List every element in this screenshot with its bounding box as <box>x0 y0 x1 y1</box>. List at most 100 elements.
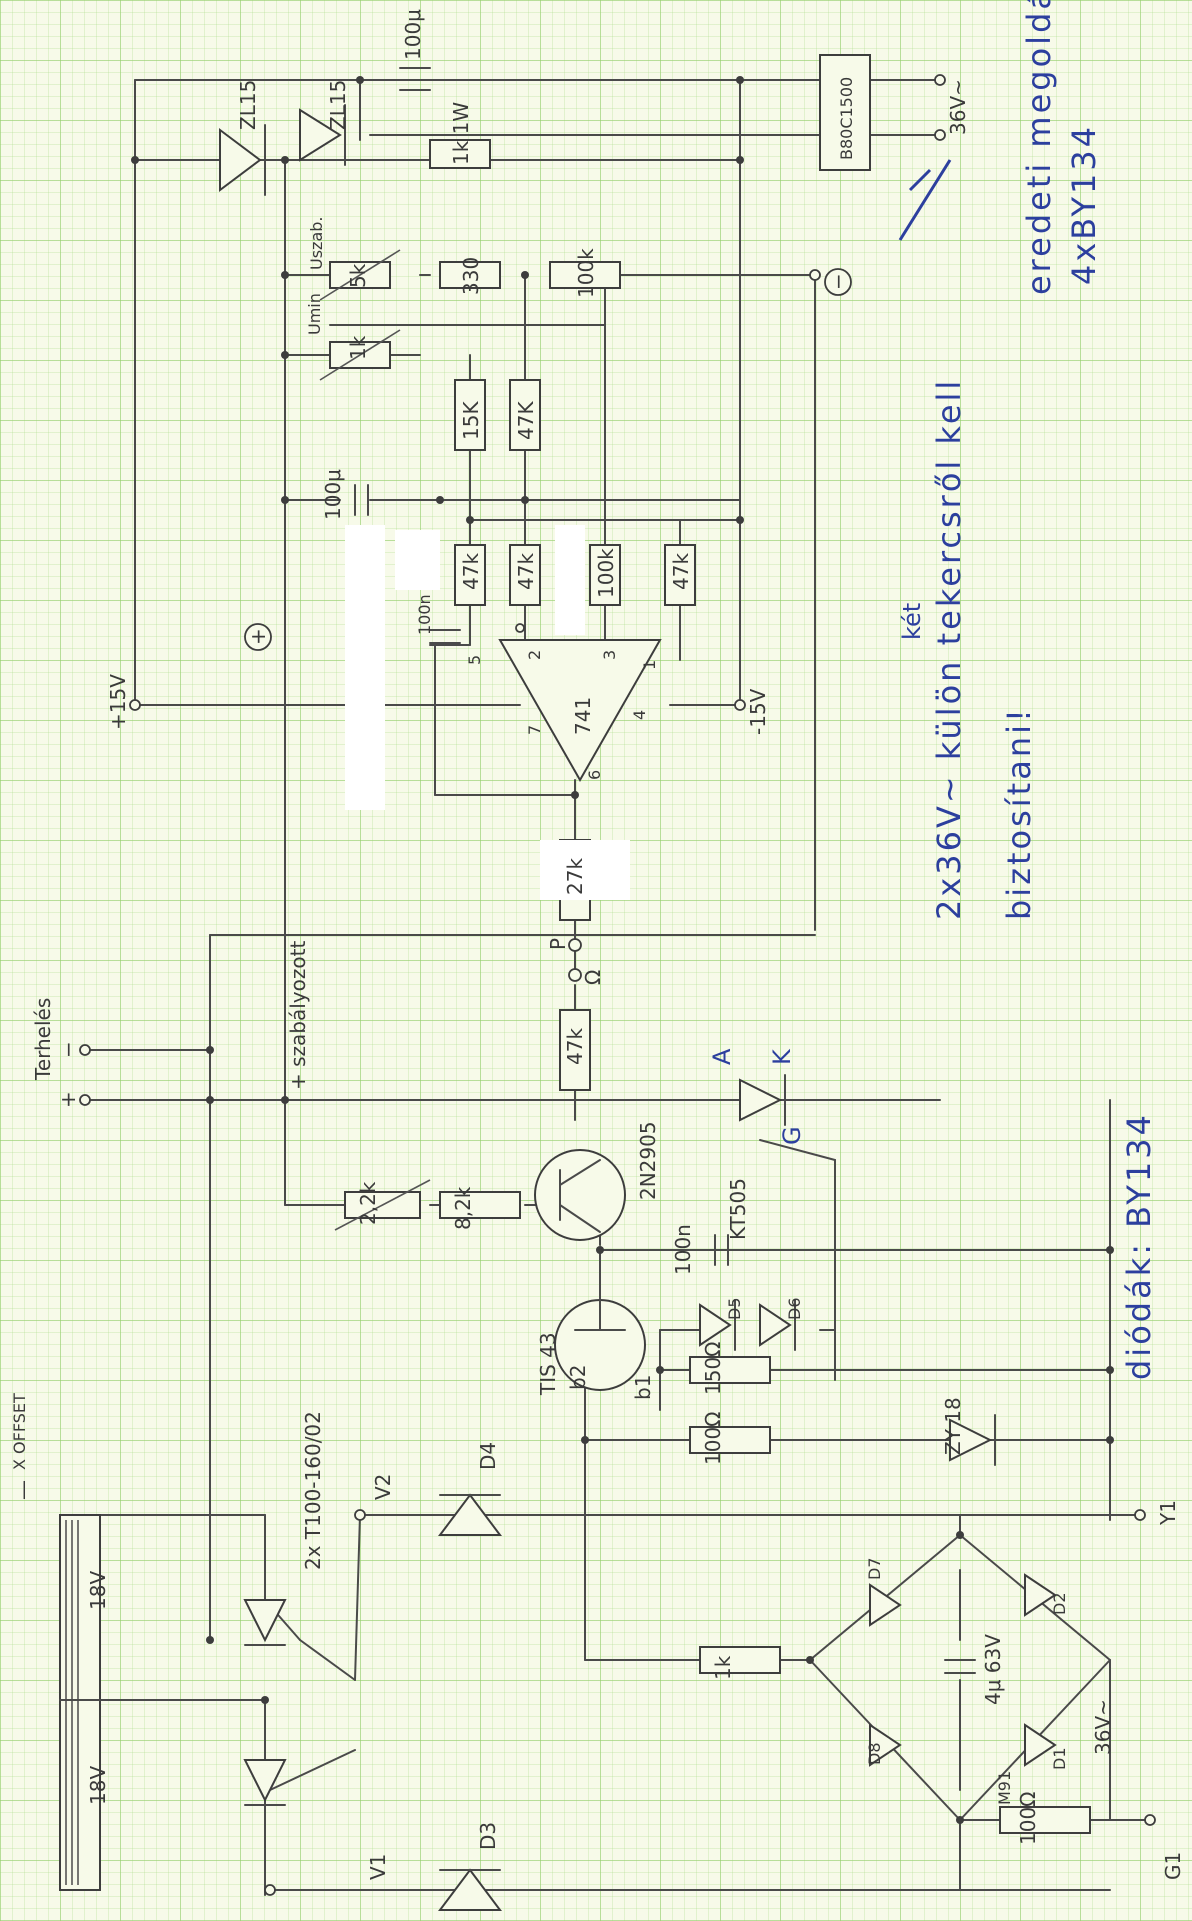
diode-d6 <box>759 1303 792 1347</box>
notes: 2x36V~ külön tekercsről kell két biztosí… <box>898 0 1158 1380</box>
circle-markers <box>244 268 852 651</box>
label-r100: 100Ω <box>701 1412 725 1465</box>
label-36v-bot: 36V~ <box>1091 1699 1115 1755</box>
label-pin4: 4 <box>630 710 649 720</box>
pot-2k2 <box>344 1191 421 1219</box>
terminal-p <box>568 938 582 952</box>
label-2n2905: 2N2905 <box>636 1121 660 1200</box>
resistor-15k <box>454 379 486 451</box>
correction-patches <box>345 525 630 900</box>
terminal-v2 <box>354 1509 366 1521</box>
note-biztositani: biztosítani! <box>1000 706 1038 920</box>
label-bd7: D7 <box>865 1558 884 1581</box>
transistor-2n2905 <box>534 1149 626 1241</box>
resistor-47k-p <box>559 1009 591 1091</box>
label-pin5: 5 <box>465 655 484 665</box>
opamp-741 <box>498 623 662 783</box>
label-kt505: KT505 <box>726 1178 750 1240</box>
label-r27k: 27k <box>563 858 587 895</box>
note-ket: két <box>898 603 926 640</box>
wires <box>59 59 1151 1896</box>
label-v1: V1 <box>366 1854 390 1880</box>
zener-zy18 <box>949 1418 993 1462</box>
terminal-minus-out <box>809 269 821 281</box>
label-a: A <box>708 1048 736 1065</box>
label-tr1: 18V <box>86 1571 110 1610</box>
terminal-y1 <box>1134 1509 1146 1521</box>
diode-d1 <box>1024 1723 1057 1767</box>
diode-d7 <box>869 1583 902 1627</box>
terminal-minus15 <box>734 699 746 711</box>
resistors <box>319 139 1091 1834</box>
zener-zl15-b <box>299 108 342 162</box>
terminals <box>79 74 1156 1896</box>
label-c100u-mid: 100μ <box>321 469 345 520</box>
label-r1k1w: 1k 1W <box>449 102 473 165</box>
label-c100n-c: 100n <box>671 1224 695 1275</box>
diode-d8 <box>869 1723 902 1767</box>
zener-zl15-a <box>219 128 262 192</box>
resistor-100-g1 <box>999 1806 1091 1834</box>
terminal-load-minus <box>79 1044 91 1056</box>
resistor-47k-d <box>509 379 541 451</box>
label-szabalyozott: + szabályozott <box>286 941 310 1090</box>
label-plus-circle: + <box>246 628 270 645</box>
label-zl15a: ZL15 <box>236 80 260 130</box>
terminal-36v-top-a <box>934 74 946 86</box>
label-r8k2: 8,2k <box>451 1186 475 1230</box>
diodes <box>219 104 1057 1911</box>
label-minus-circle: − <box>826 273 850 290</box>
label-bridge-cap: 4μ 63V <box>981 1634 1005 1705</box>
label-36v-top: 36V~ <box>946 79 970 135</box>
label-r150: 150Ω <box>701 1342 725 1395</box>
label-v2: V2 <box>371 1474 395 1500</box>
label-d5: D5 <box>725 1298 744 1321</box>
label-umin: Umin <box>305 293 324 335</box>
label-r100g: 100Ω <box>1016 1792 1040 1845</box>
resistor-150 <box>689 1356 771 1384</box>
label-p: P <box>546 938 570 950</box>
capacitors <box>354 67 976 1674</box>
thyristor-t100-b <box>243 1759 287 1803</box>
label-r47d: 47K <box>514 401 538 440</box>
label-b1: b1 <box>631 1375 655 1400</box>
label-w91: M91 <box>995 1771 1014 1805</box>
label-pin2: 2 <box>525 650 544 660</box>
label-r47c: 47k <box>669 553 693 590</box>
terminal-plus15 <box>129 699 141 711</box>
resistor-330 <box>439 261 501 289</box>
terminal-g1 <box>1144 1814 1156 1826</box>
transistors <box>534 1149 646 1391</box>
label-741: 741 <box>571 697 595 735</box>
resistor-1k <box>699 1646 781 1674</box>
text-labels: — X OFFSET 18V 18V 2x T100-160/02 D4 D3 … <box>10 9 1185 1880</box>
terminal-omega <box>568 968 582 982</box>
label-r47a: 47k <box>459 553 483 590</box>
label-b2: b2 <box>566 1365 590 1390</box>
label-r1k: 1k <box>711 1655 735 1680</box>
diode-d3 <box>438 1868 502 1911</box>
label-thyristor: 2x T100-160/02 <box>301 1411 325 1570</box>
label-r100k2: 100k <box>574 248 598 298</box>
label-terheles: Terhelés <box>31 998 55 1081</box>
label-pin1: 1 <box>640 660 659 670</box>
resistor-100 <box>689 1426 771 1454</box>
resistor-100k <box>589 544 621 606</box>
label-pot1k: 1k <box>346 335 370 360</box>
resistor-8k2 <box>439 1191 521 1219</box>
label-d4: D4 <box>476 1442 500 1470</box>
label-bd2: D2 <box>1050 1593 1069 1616</box>
label-bd8: D8 <box>865 1743 884 1766</box>
bridge-rectifier <box>819 54 871 171</box>
label-r330: 330 <box>459 257 483 295</box>
thyristor-kt505 <box>739 1078 783 1122</box>
diode-d4 <box>438 1493 502 1536</box>
label-r47b: 47k <box>514 553 538 590</box>
resistor-47k-a <box>454 544 486 606</box>
label-bridge: B80C1500 <box>837 77 856 160</box>
label-zy18: ZY 18 <box>941 1397 965 1455</box>
diode-d5 <box>699 1303 732 1347</box>
junctions <box>131 76 1114 1824</box>
label-omega: Ω <box>581 970 605 985</box>
label-g: G <box>778 1126 806 1145</box>
